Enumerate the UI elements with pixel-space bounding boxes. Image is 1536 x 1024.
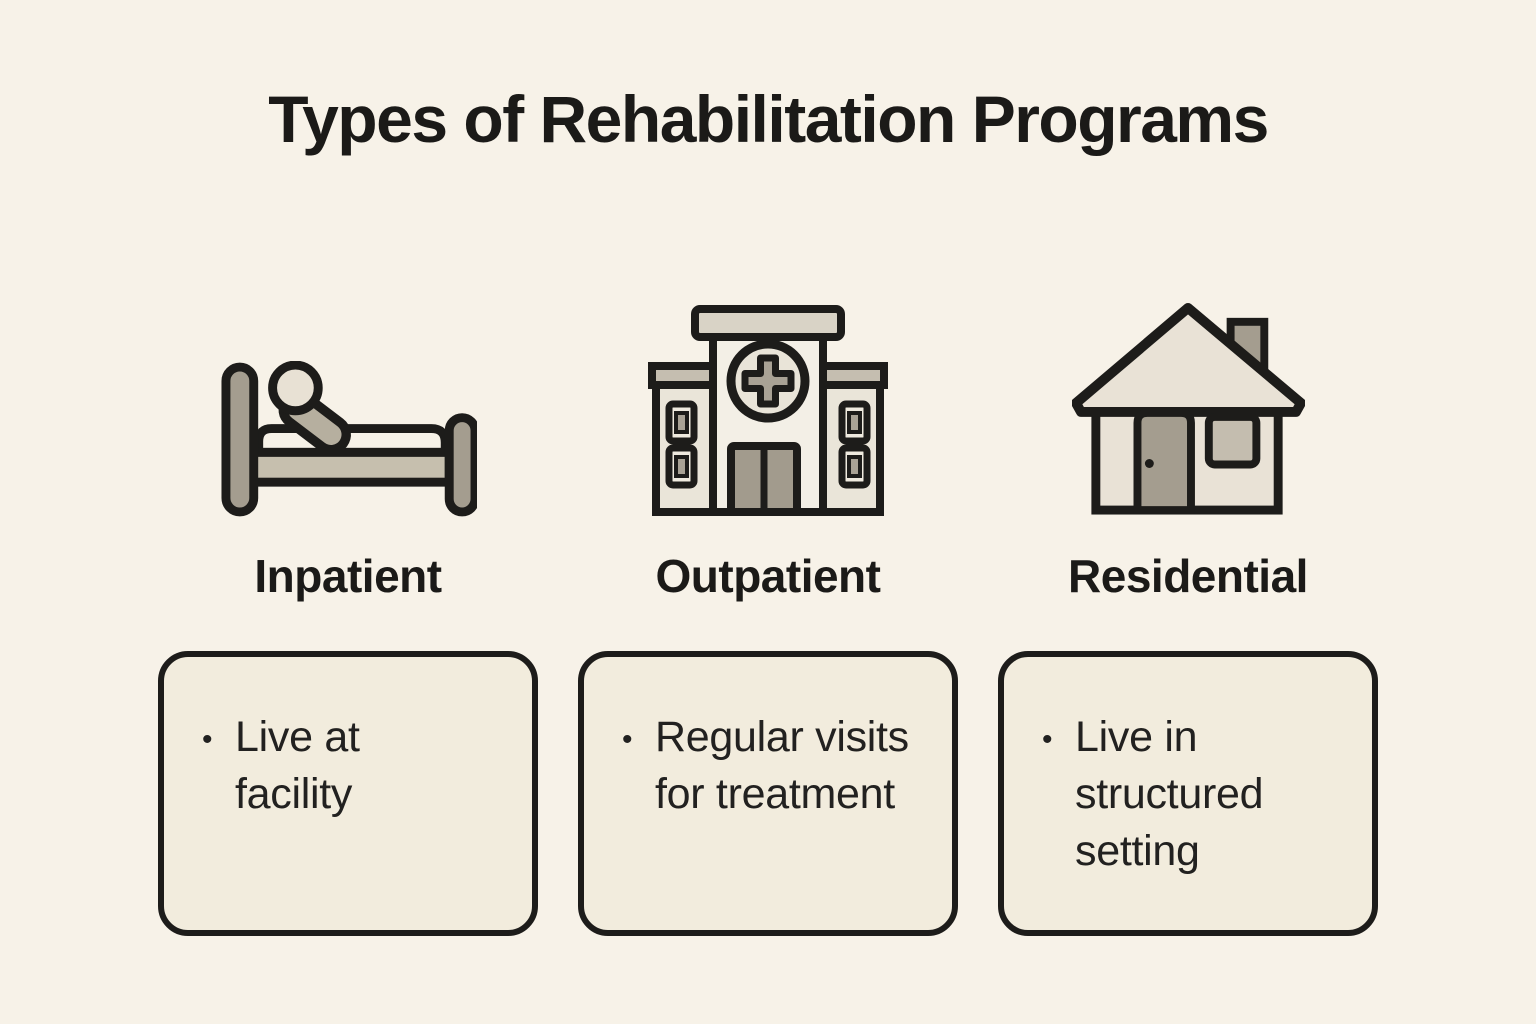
card-text-outpatient: Regular visits for treatment bbox=[655, 713, 909, 819]
info-card-outpatient: • Regular visits for treatment bbox=[578, 651, 958, 937]
column-inpatient: Inpatient • Live at facility bbox=[158, 300, 538, 937]
bullet-dot: • bbox=[202, 723, 213, 757]
columns-row: Inpatient • Live at facility bbox=[158, 300, 1378, 937]
column-label-inpatient: Inpatient bbox=[254, 550, 442, 603]
column-label-residential: Residential bbox=[1068, 550, 1308, 603]
house-icon bbox=[1071, 300, 1305, 518]
bullet-dot: • bbox=[622, 723, 633, 757]
bed-icon bbox=[219, 300, 477, 518]
page-title: Types of Rehabilitation Programs bbox=[268, 82, 1269, 156]
column-outpatient: Outpatient • Regular visits for treatmen… bbox=[578, 300, 958, 937]
card-text-inpatient: Live at facility bbox=[235, 713, 360, 819]
column-label-outpatient: Outpatient bbox=[655, 550, 881, 603]
bullet-dot: • bbox=[1042, 723, 1053, 757]
info-card-residential: • Live in structured setting bbox=[998, 651, 1378, 937]
info-card-inpatient: • Live at facility bbox=[158, 651, 538, 937]
column-residential: Residential • Live in structured setting bbox=[998, 300, 1378, 937]
hospital-icon bbox=[647, 300, 889, 518]
card-text-residential: Live in structured setting bbox=[1075, 713, 1264, 876]
